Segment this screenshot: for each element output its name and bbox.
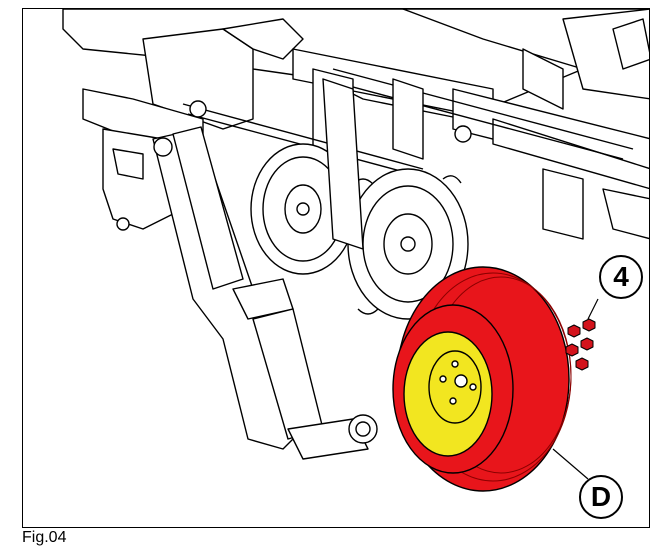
diagram-frame: 4 D bbox=[22, 8, 650, 528]
toolbar-frame bbox=[62, 9, 649, 240]
wheel-nuts-4 bbox=[565, 298, 599, 371]
figure-caption: Fig.04 bbox=[22, 529, 67, 546]
rear-wheels bbox=[250, 78, 470, 320]
wheel-assembly-D bbox=[392, 266, 589, 492]
machine-illustration bbox=[62, 9, 649, 492]
callout-4: 4 bbox=[599, 255, 643, 299]
callout-D: D bbox=[579, 475, 623, 519]
drawbar-arm bbox=[152, 126, 378, 460]
